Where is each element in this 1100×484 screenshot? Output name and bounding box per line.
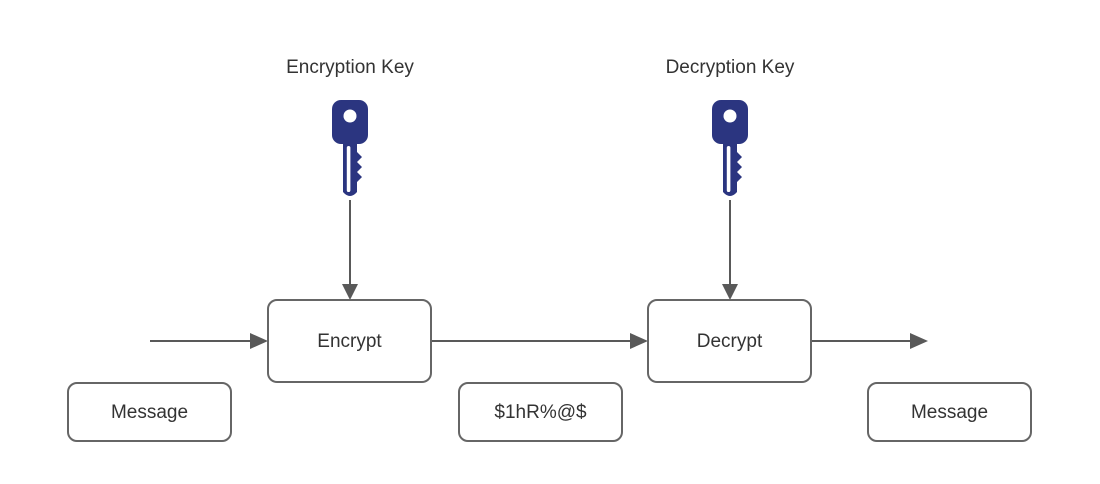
encrypt-box-label: Encrypt <box>317 331 382 352</box>
key-icon <box>712 100 748 196</box>
encrypt-box-shape <box>267 299 432 383</box>
plaintext-output-box[interactable]: Message <box>867 382 1032 442</box>
input-to-encrypt-arrow <box>150 333 268 349</box>
enckey-to-encrypt-arrow <box>342 200 358 300</box>
decrypt-box[interactable]: Decrypt <box>647 299 812 383</box>
decrypt-box-label: Decrypt <box>697 331 763 352</box>
decryption-key-group[interactable]: Decryption Key <box>666 57 795 300</box>
encryption-key-title: Encryption Key <box>286 57 414 78</box>
deckey-to-decrypt-arrow <box>722 200 738 300</box>
decrypt-to-output-arrow <box>811 333 928 349</box>
encrypt-box[interactable]: Encrypt <box>267 299 432 383</box>
encryption-key-group[interactable]: Encryption Key <box>286 57 414 300</box>
key-icon <box>332 100 368 196</box>
plaintext-output-box-shape <box>867 382 1032 442</box>
decrypt-box-shape <box>647 299 812 383</box>
ciphertext-box-shape <box>458 382 623 442</box>
plaintext-input-label: Message <box>111 402 188 423</box>
plaintext-output-label: Message <box>911 402 988 423</box>
plaintext-input-box[interactable]: Message <box>67 382 232 442</box>
ciphertext-label: $1hR%@$ <box>494 402 587 423</box>
plaintext-input-box-shape <box>67 382 232 442</box>
encrypt-to-decrypt-arrow <box>431 333 648 349</box>
decryption-key-title: Decryption Key <box>666 57 795 78</box>
ciphertext-box[interactable]: $1hR%@$ <box>458 382 623 442</box>
